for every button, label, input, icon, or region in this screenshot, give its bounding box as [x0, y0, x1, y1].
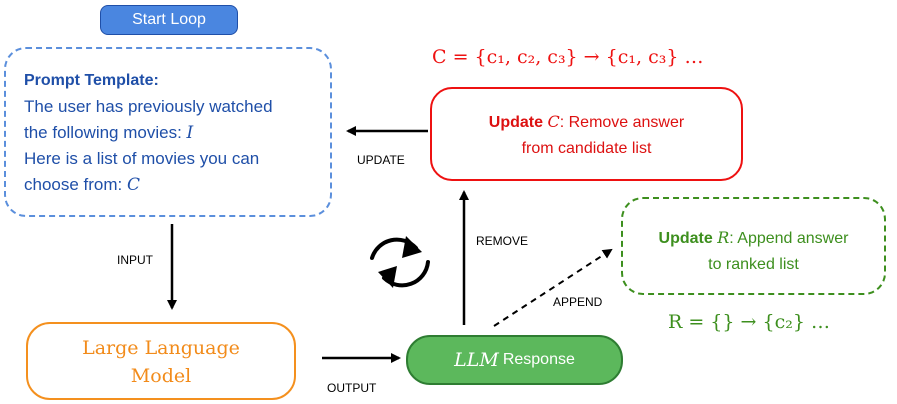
update-r-line-1: Update R: Append answer: [623, 225, 884, 252]
append-label: APPEND: [553, 295, 603, 309]
refresh-arrowhead-bottom: [378, 266, 397, 288]
update-c-word: Update: [488, 114, 544, 131]
update-r-line-2: to ranked list: [708, 256, 799, 273]
output-label: OUTPUT: [327, 381, 377, 395]
candidate-formula: C = {c₁, c₂, c₃} → {c₁, c₃} …: [432, 46, 704, 68]
response-var: LLM: [454, 349, 499, 371]
refresh-arrowhead-top: [402, 236, 422, 258]
response-label: Response: [502, 351, 575, 368]
update-label: UPDATE: [357, 153, 405, 167]
prompt-title: Prompt Template:: [24, 72, 159, 89]
update-r-text-1: : Append answer: [729, 230, 849, 247]
llm-response-box: LLM Response: [406, 335, 623, 385]
append-arrow: [493, 248, 613, 327]
large-language-model-box: Large Language Model: [26, 322, 296, 400]
update-c-line-1: Update C: Remove answer: [432, 109, 741, 136]
prompt-line-2: the following movies: I: [24, 120, 330, 146]
var-c: C: [127, 175, 141, 195]
update-r-var: R: [717, 228, 730, 247]
update-ranked-box: Update R: Append answer to ranked list: [621, 197, 886, 295]
llm-line-2: Model: [130, 365, 192, 387]
remove-label: REMOVE: [476, 234, 529, 248]
llm-line-1: Large Language: [82, 337, 240, 359]
prompt-template-box: Prompt Template: The user has previously…: [4, 47, 332, 217]
ranked-formula: R = {} → {c₂} …: [668, 311, 830, 333]
prompt-line-1: The user has previously watched: [24, 97, 273, 116]
prompt-line-4: choose from: C: [24, 172, 330, 198]
update-c-text-1: : Remove answer: [559, 114, 685, 131]
update-c-var: C: [547, 112, 560, 131]
update-candidate-box: Update C: Remove answer from candidate l…: [430, 87, 743, 181]
prompt-line-2-text: the following movies:: [24, 123, 182, 142]
prompt-line-4-text: choose from:: [24, 175, 123, 194]
start-loop-button: Start Loop: [100, 5, 238, 35]
input-label: INPUT: [117, 253, 153, 267]
refresh-cycle-icon: [370, 237, 430, 288]
prompt-line-3: Here is a list of movies you can: [24, 149, 260, 168]
var-i: I: [186, 123, 194, 143]
update-c-line-2: from candidate list: [521, 140, 652, 157]
update-r-word: Update: [658, 230, 713, 247]
